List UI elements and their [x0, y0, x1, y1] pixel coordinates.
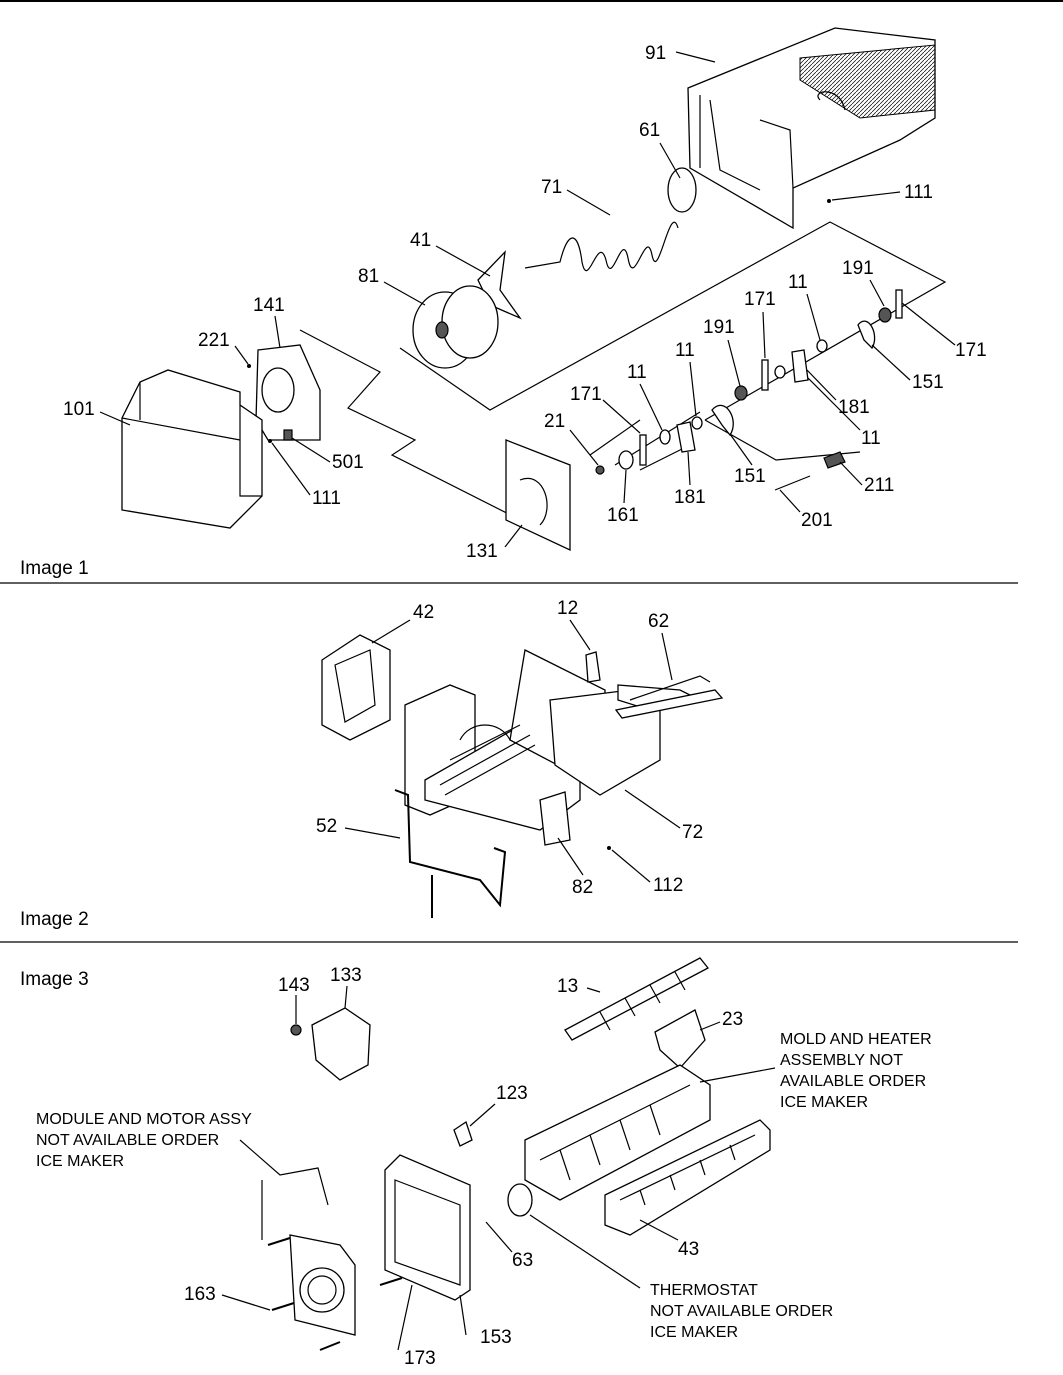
callout-201: 201 — [801, 510, 833, 531]
callout-43: 43 — [678, 1239, 699, 1260]
panel-image-1: 91 61 71 111 41 81 191 171 11 141 221 19… — [20, 27, 987, 579]
callout-181-right: 181 — [838, 397, 870, 418]
callout-82: 82 — [572, 877, 593, 898]
callout-72: 72 — [682, 822, 703, 843]
callout-23: 23 — [722, 1009, 743, 1030]
callout-221: 221 — [198, 330, 230, 351]
callout-171-mid: 171 — [744, 289, 776, 310]
callout-171-left: 171 — [570, 384, 602, 405]
note-mold-heater-line-3: AVAILABLE ORDER — [780, 1073, 926, 1090]
heater-43-drawing — [604, 1119, 771, 1236]
callout-501: 501 — [332, 452, 364, 473]
front-cover-drawing — [121, 369, 263, 529]
callout-111-top: 111 — [904, 182, 933, 203]
panel-image-2: 42 12 62 52 72 82 112 Image 2 — [20, 598, 724, 930]
part-23-drawing — [654, 1009, 706, 1069]
note-module-motor-line-3: ICE MAKER — [36, 1153, 124, 1170]
callout-191-mid: 191 — [703, 317, 735, 338]
callout-11-right: 11 — [861, 428, 881, 449]
callout-13: 13 — [557, 976, 578, 997]
bracket-133-drawing — [311, 1007, 371, 1081]
callout-211: 211 — [864, 475, 894, 496]
wire-arm-52-drawing — [394, 789, 507, 908]
callout-123: 123 — [496, 1083, 528, 1104]
callout-151-left: 151 — [734, 466, 766, 487]
callout-143: 143 — [278, 975, 310, 996]
callout-153: 153 — [480, 1327, 512, 1348]
callout-101: 101 — [63, 399, 95, 420]
callout-11-a: 11 — [627, 362, 647, 383]
screw-143-drawing — [290, 1024, 302, 1036]
thermostat-63-drawing — [507, 1183, 533, 1217]
module-motor-drawing — [289, 1234, 356, 1336]
callout-111-left: 111 — [312, 488, 341, 509]
callout-61: 61 — [639, 120, 660, 141]
drum-drawing — [412, 285, 499, 369]
cover-42-drawing — [321, 634, 391, 741]
note-mold-heater-line-4: ICE MAKER — [780, 1094, 868, 1111]
callout-163: 163 — [184, 1284, 216, 1305]
note-module-motor-line-2: NOT AVAILABLE ORDER — [36, 1132, 219, 1149]
ejector-13-drawing — [564, 957, 709, 1041]
caption-image-2: Image 2 — [20, 909, 89, 930]
note-thermostat-line-2: NOT AVAILABLE ORDER — [650, 1303, 833, 1320]
callout-112: 112 — [653, 875, 683, 896]
callout-52: 52 — [316, 816, 337, 837]
clip-12-drawing — [585, 651, 601, 683]
callout-42: 42 — [413, 602, 434, 623]
shaft-parts-drawing — [595, 289, 903, 491]
callout-171-right: 171 — [955, 340, 987, 361]
callout-63: 63 — [512, 1250, 533, 1271]
callout-191-right: 191 — [842, 258, 874, 279]
note-module-motor-line-1: MODULE AND MOTOR ASSY — [36, 1111, 252, 1128]
note-thermostat-line-1: THERMOSTAT — [650, 1282, 758, 1299]
note-mold-heater-line-1: MOLD AND HEATER — [780, 1031, 932, 1048]
auger-plate-drawing — [667, 167, 697, 213]
callout-62: 62 — [648, 611, 669, 632]
callout-21: 21 — [544, 411, 565, 432]
part-501-drawing — [283, 429, 293, 441]
callout-133: 133 — [330, 965, 362, 986]
callout-141: 141 — [253, 295, 285, 316]
harness-62-drawing — [614, 689, 724, 719]
callout-181-left: 181 — [674, 487, 706, 508]
callout-91: 91 — [645, 43, 666, 64]
callout-71: 71 — [541, 177, 562, 198]
callout-151-right: 151 — [912, 372, 944, 393]
callout-173: 173 — [404, 1348, 436, 1369]
note-mold-heater-line-2: ASSEMBLY NOT — [780, 1052, 903, 1069]
housing-153-drawing — [384, 1154, 471, 1301]
callout-131: 131 — [466, 541, 498, 562]
callout-41: 41 — [410, 230, 431, 251]
ice-mold-drawing — [524, 1064, 711, 1201]
mounting-plate-drawing — [505, 439, 571, 552]
callout-81: 81 — [358, 266, 379, 287]
ice-bin-drawing — [687, 27, 936, 230]
panel-image-3: Image 3 — [20, 957, 932, 1369]
callout-161: 161 — [607, 505, 639, 526]
motor-housing-drawing — [255, 344, 321, 441]
caption-image-1: Image 1 — [20, 558, 89, 579]
auger-coil-drawing — [524, 221, 679, 272]
callout-11-b: 11 — [675, 340, 695, 361]
callout-12: 12 — [557, 598, 578, 619]
ice-maker-assembly-drawing — [404, 649, 702, 846]
callout-11-top: 11 — [788, 272, 808, 293]
caption-image-3: Image 3 — [20, 969, 89, 990]
clip-123-drawing — [453, 1120, 473, 1147]
note-thermostat-line-3: ICE MAKER — [650, 1324, 738, 1341]
